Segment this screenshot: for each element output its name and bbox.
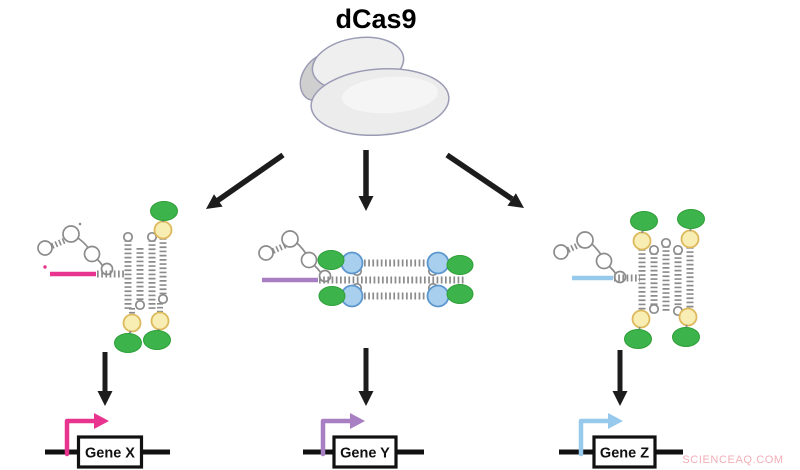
arrow-to-structure-x (206, 152, 285, 209)
outcome-arrows (97, 348, 628, 406)
yellow-aptamer-icon (122, 313, 142, 333)
aptamer-bottom-right (143, 311, 171, 350)
promoter-arrow-gene-z (578, 418, 613, 457)
arrow-to-structure-z (445, 152, 524, 208)
arrow-to-structure-y (358, 150, 374, 211)
gene-x-label: Gene X (85, 446, 135, 462)
promoter-arrowhead-icon (350, 413, 365, 429)
gene-z-label: Gene Z (600, 446, 649, 462)
sgrna-structure-gene-z (553, 209, 705, 349)
green-effector-icon (318, 286, 346, 306)
five-prime-dot (43, 265, 47, 269)
green-effector-icon (446, 255, 474, 275)
green-effector-icon (677, 209, 705, 229)
arrowhead-icon (206, 194, 223, 209)
yellow-aptamer-icon (680, 229, 700, 249)
aptamer-top (150, 201, 178, 240)
yellow-aptamer-icon (632, 231, 652, 251)
promoter-arrow-gene-x (64, 418, 99, 457)
gene-x-box (76, 435, 144, 469)
aptamer-top-right (677, 209, 705, 249)
blue-aptamer-icon (340, 251, 364, 275)
figure-title: dCas9 (335, 4, 416, 34)
sgrna-structure-gene-x (37, 201, 178, 353)
green-effector-icon (114, 333, 142, 353)
green-effector-icon (446, 284, 474, 304)
blue-aptamer-icon (426, 284, 450, 308)
aptamer-bottom-left (114, 313, 142, 353)
green-effector-icon (630, 211, 658, 231)
promoter-arrow-gene-y (320, 418, 355, 457)
sgrna-structure-gene-y (258, 230, 474, 308)
green-effector-icon (150, 201, 178, 221)
yellow-aptamer-icon (678, 307, 698, 327)
gene-z-module: Gene Z (559, 413, 683, 469)
aptamer-top-left (630, 211, 658, 251)
dcas9-protein-blob (299, 36, 450, 137)
arrowhead-icon (507, 193, 524, 208)
aptamer-row-top (317, 250, 474, 275)
dcas9-highlight (342, 76, 438, 114)
arrow-to-gene-z (612, 350, 628, 406)
gene-z-box (592, 435, 657, 469)
gene-y-label: Gene Y (340, 446, 390, 462)
gene-y-module: Gene Y (303, 413, 424, 469)
scaffold-stem-loops (258, 230, 332, 283)
watermark: SCIENCEAQ.COM (682, 454, 783, 466)
green-effector-icon (672, 327, 700, 347)
gene-x-module: Gene X (45, 413, 170, 469)
blue-aptamer-icon (426, 251, 450, 275)
aptamer-row-bottom (318, 284, 474, 308)
arrowhead-icon (358, 391, 374, 406)
promoter-arrowhead-icon (94, 413, 109, 429)
green-effector-icon (317, 250, 345, 270)
arrow-to-gene-x (97, 352, 113, 406)
yellow-aptamer-icon (631, 309, 651, 329)
arrowhead-icon (612, 391, 628, 406)
aptamer-bottom-left (624, 309, 652, 349)
green-effector-icon (143, 330, 171, 350)
green-effector-icon (624, 329, 652, 349)
gene-y-box (332, 435, 398, 469)
arrowhead-icon (97, 391, 113, 406)
five-prime-mark (78, 222, 82, 226)
arrow-to-gene-y (358, 348, 374, 406)
yellow-aptamer-icon (153, 220, 173, 240)
aptamer-bottom-right (672, 307, 700, 347)
branch-arrows (206, 150, 524, 211)
hairpin-block (122, 231, 169, 316)
scaffold-stem-loops (553, 231, 627, 284)
promoter-arrowhead-icon (608, 413, 623, 429)
hairpin-block (638, 237, 694, 317)
yellow-aptamer-icon (150, 311, 170, 331)
arrowhead-icon (358, 196, 374, 211)
scaffold-stem-loops (37, 222, 114, 276)
